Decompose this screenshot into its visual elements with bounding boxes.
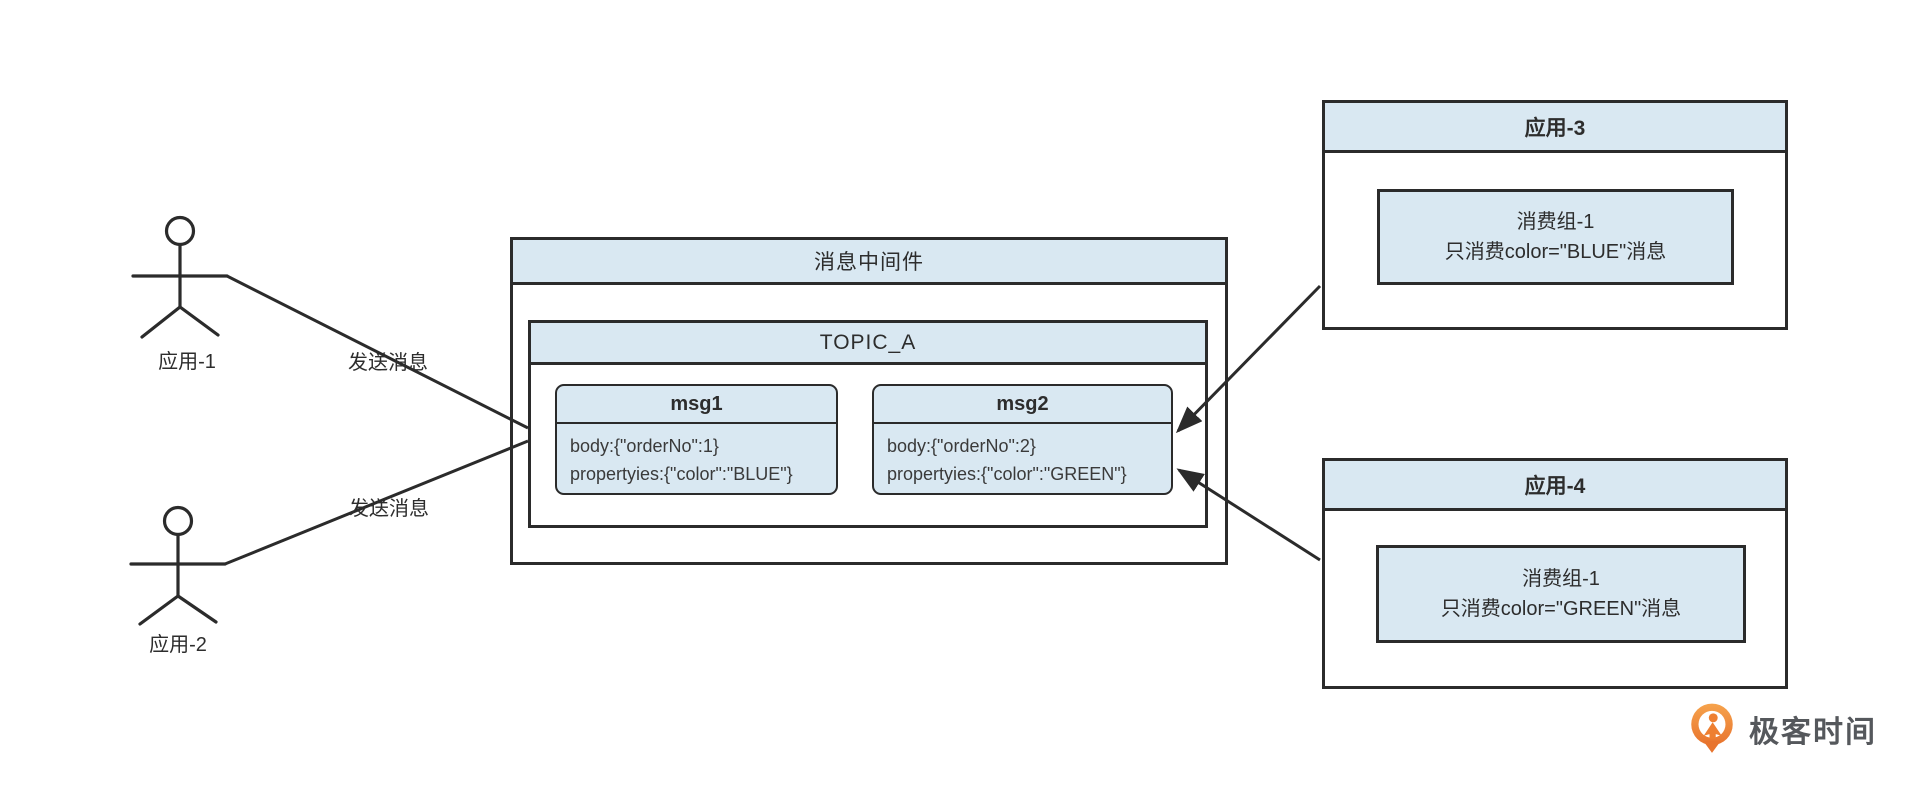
- consumer-group-box-app3: 消费组-1 只消费color="BLUE"消息: [1377, 189, 1734, 285]
- msg1-title: msg1: [557, 386, 836, 424]
- msg2-title: msg2: [874, 386, 1171, 424]
- message-card-msg2: msg2 body:{"orderNo":2} propertyies:{"co…: [872, 384, 1173, 495]
- msg2-properties-line: propertyies:{"color":"GREEN"}: [887, 464, 1127, 484]
- msg1-properties-line: propertyies:{"color":"BLUE"}: [570, 464, 793, 484]
- message-card-msg1: msg1 body:{"orderNo":1} propertyies:{"co…: [555, 384, 838, 495]
- geektime-logo: 极客时间: [1684, 701, 1877, 757]
- middleware-title: 消息中间件: [513, 240, 1225, 285]
- consumer-group-name: 消费组-1: [1522, 568, 1600, 590]
- consumer-group-rule: 只消费color="GREEN"消息: [1440, 598, 1682, 620]
- geektime-logo-text: 极客时间: [1749, 716, 1877, 749]
- geektime-pin-icon: [1691, 703, 1733, 753]
- consumer-group-rule: 只消费color="BLUE"消息: [1444, 241, 1667, 263]
- consumer-group-name: 消费组-1: [1516, 211, 1595, 233]
- consumer-group-box-app4: 消费组-1 只消费color="GREEN"消息: [1376, 545, 1746, 643]
- msg1-body-line: body:{"orderNo":1}: [570, 436, 719, 456]
- topic-title: TOPIC_A: [531, 323, 1205, 365]
- msg1-content: body:{"orderNo":1} propertyies:{"color":…: [557, 424, 836, 488]
- msg2-content: body:{"orderNo":2} propertyies:{"color":…: [874, 424, 1171, 488]
- consumer-app4-title: 应用-4: [1325, 461, 1785, 511]
- consumer-app3-title: 应用-3: [1325, 103, 1785, 153]
- msg2-body-line: body:{"orderNo":2}: [887, 436, 1036, 456]
